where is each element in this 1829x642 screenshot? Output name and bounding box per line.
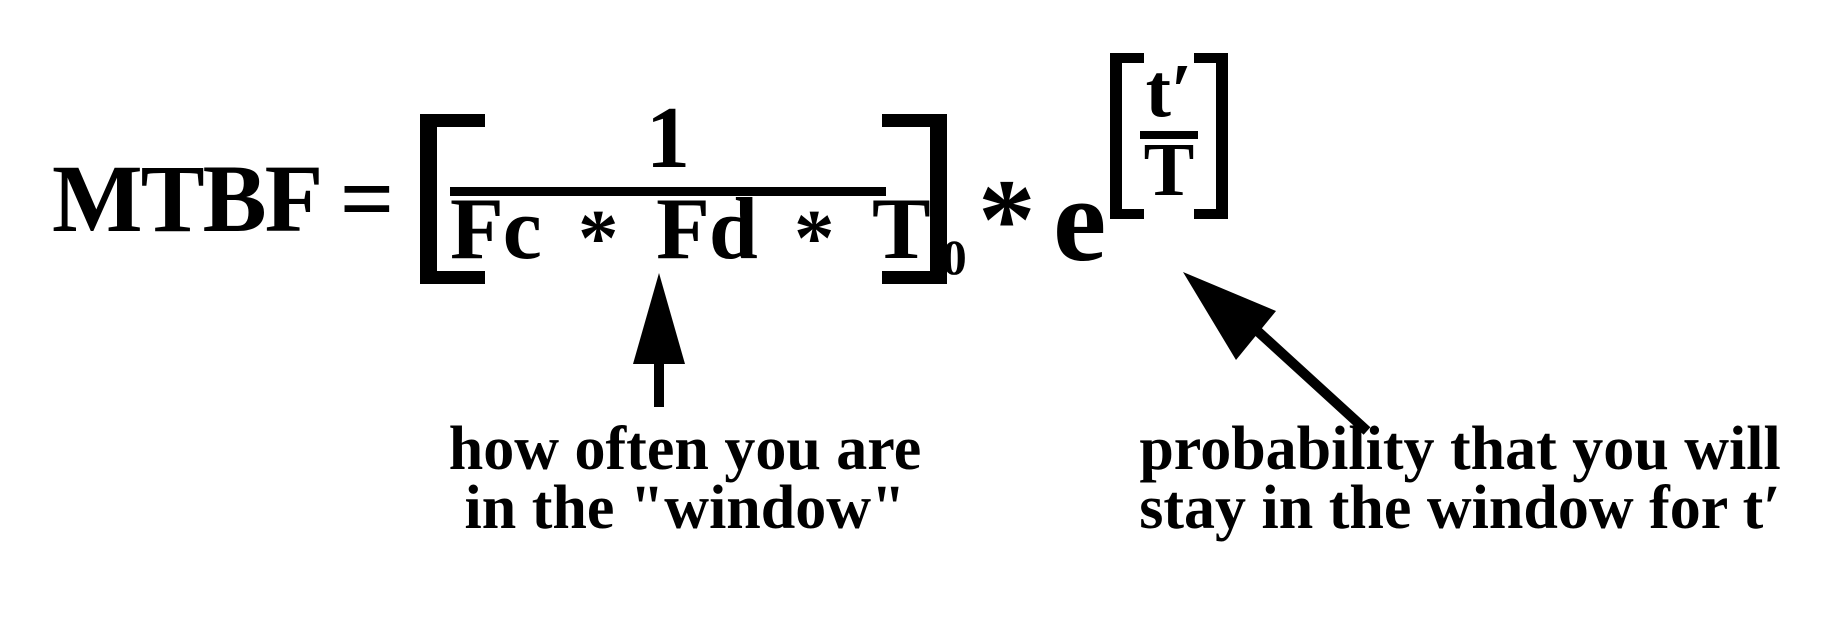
right-annotation: probability that you will stay in the wi…: [1105, 415, 1815, 542]
left-annotation: how often you are in the "window": [400, 415, 970, 542]
den-term-t: T: [872, 181, 931, 278]
left-annotation-line2: in the "window": [464, 473, 906, 542]
exponent-numerator: t′: [1140, 53, 1198, 139]
fraction-numerator: 1: [450, 95, 886, 196]
exponential-base-e: e: [1053, 153, 1107, 286]
den-asterisk-2: *: [793, 193, 834, 284]
exponent-right-bracket: [1194, 53, 1228, 219]
left-annotation-line1: how often you are: [448, 415, 922, 483]
exponent-denominator: T: [1143, 128, 1195, 212]
exponent-group: t′ T: [1110, 53, 1228, 219]
diagonal-arrow: [1183, 272, 1371, 435]
formula-lhs: MTBF =: [52, 145, 394, 252]
main-right-bracket: [882, 114, 947, 284]
exponent-fraction: t′ T: [1140, 53, 1198, 208]
main-left-bracket: [420, 114, 485, 284]
exponent-left-bracket: [1110, 53, 1144, 219]
right-annotation-line1: probability that you will: [1139, 415, 1781, 483]
up-arrow: [633, 273, 685, 407]
den-asterisk-1: *: [578, 193, 618, 284]
den-term-fc: Fc: [450, 181, 542, 278]
den-term-fd: Fd: [656, 181, 758, 278]
multiply-asterisk: *: [978, 156, 1036, 283]
right-annotation-line2: stay in the window for t′: [1139, 473, 1781, 542]
